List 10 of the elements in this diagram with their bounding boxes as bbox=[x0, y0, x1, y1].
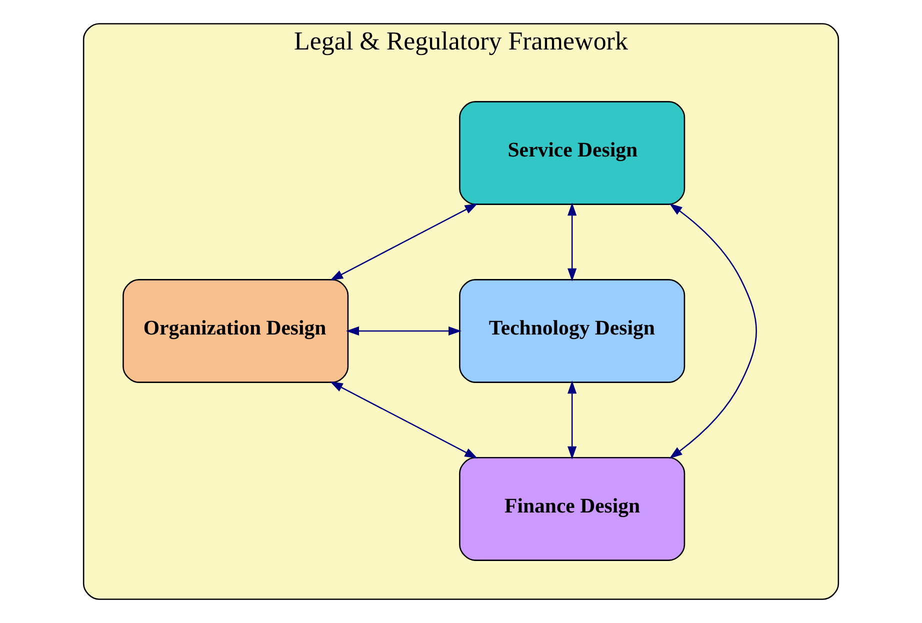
arrow bbox=[330, 203, 478, 280]
node-box: Service Design bbox=[459, 101, 686, 205]
arrow bbox=[568, 380, 577, 460]
arrow bbox=[346, 326, 462, 336]
node-box: Technology Design bbox=[459, 279, 686, 383]
node-box: Organization Design bbox=[122, 279, 349, 383]
arrow bbox=[568, 202, 577, 282]
arrow bbox=[330, 381, 478, 458]
arrow bbox=[669, 203, 757, 459]
node-box: Finance Design bbox=[459, 457, 686, 561]
